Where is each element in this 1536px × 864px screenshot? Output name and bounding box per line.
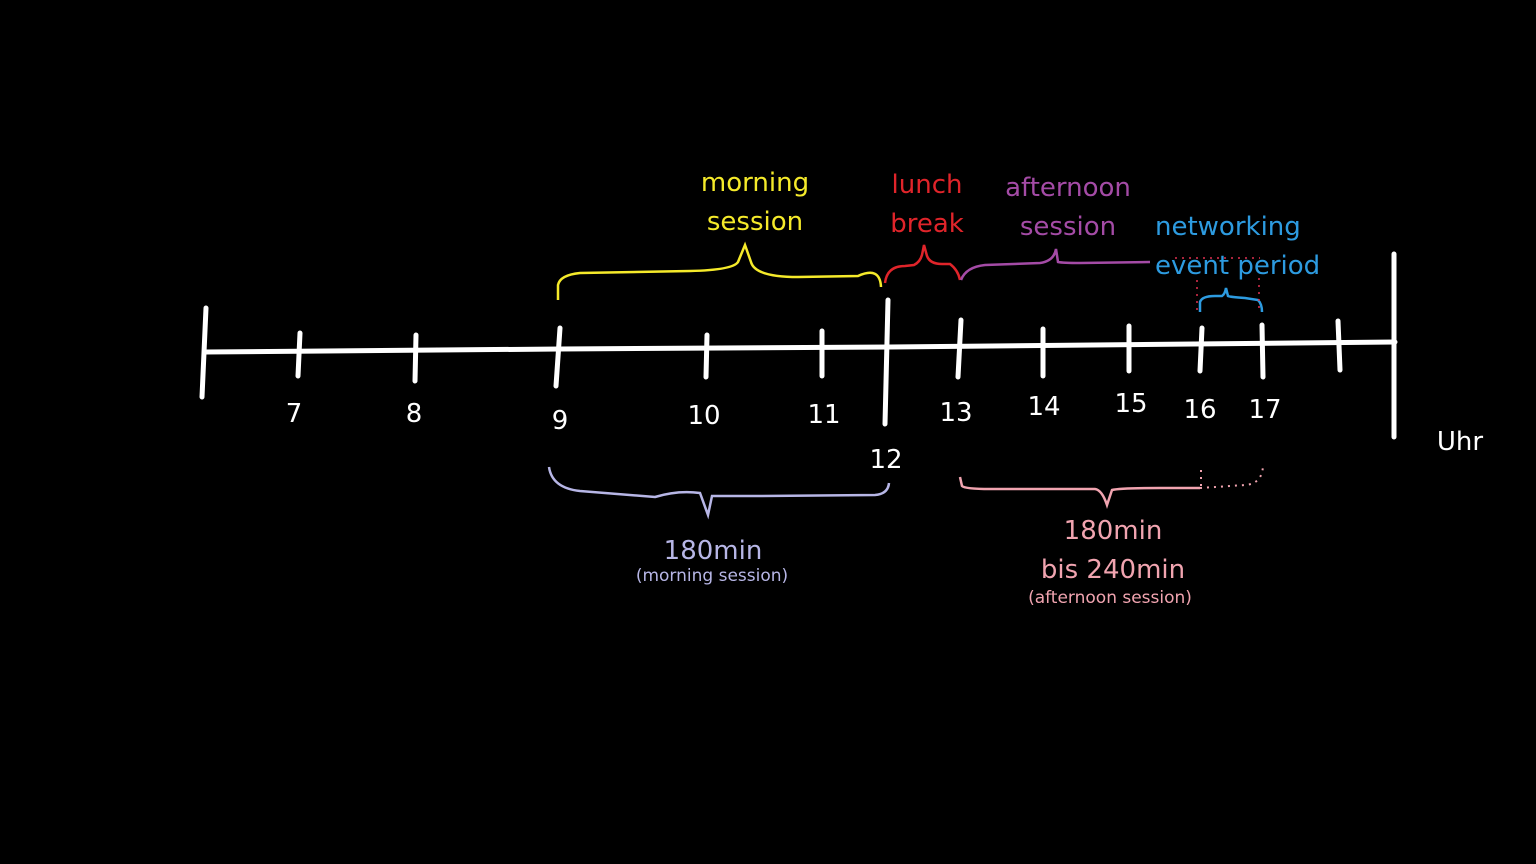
hour-label-11: 11 (807, 400, 841, 430)
hour-label-9: 9 (551, 406, 569, 436)
networking-brace (1198, 287, 1264, 313)
networking-event-label: networking event period (1155, 208, 1320, 286)
lunch-break-label-line2: break (890, 209, 964, 239)
afternoon-session-label-line2: session (1019, 212, 1117, 242)
hour-label-7: 7 (285, 399, 303, 429)
afternoon-session-label-line1: afternoon (1005, 173, 1131, 203)
morning-session-brace (556, 241, 883, 300)
hour-label-10: 10 (687, 401, 721, 431)
afternoon-duration-value-max: bis 240min (1040, 555, 1186, 585)
tick-17 (1259, 322, 1266, 380)
hour-label-16: 16 (1183, 395, 1217, 425)
morning-duration-value: 180min (663, 536, 763, 566)
tick-8 (412, 332, 419, 384)
afternoon-duration-brace (958, 476, 1200, 509)
timeline-axis (202, 339, 1398, 355)
morning-duration-brace (547, 466, 891, 520)
afternoon-duration-label: 180min bis 240min (1041, 512, 1185, 590)
tick-12 (882, 297, 891, 427)
hour-label-8: 8 (405, 399, 423, 429)
morning-duration-note: (morning session) (635, 566, 789, 586)
morning-duration-label: 180min (664, 532, 763, 571)
morning-session-label-line2: session (706, 207, 804, 237)
lunch-break-brace (883, 244, 962, 284)
hour-label-17: 17 (1248, 395, 1282, 425)
networking-dotted-guides (1175, 257, 1260, 312)
axis-unit-label: Uhr (1436, 427, 1484, 457)
networking-event-label-line1: networking (1155, 212, 1301, 242)
lunch-break-label-line1: lunch (891, 170, 963, 200)
tick-13 (955, 317, 964, 380)
lunch-break-label: lunch break (890, 166, 964, 244)
hour-label-14: 14 (1027, 392, 1061, 422)
afternoon-duration-value-min: 180min (1063, 516, 1163, 546)
networking-event-label-line2: event period (1155, 251, 1321, 281)
morning-session-label: morning session (701, 164, 809, 242)
tick-18 (1335, 318, 1343, 373)
hour-label-12: 12 (869, 445, 903, 475)
afternoon-session-brace (959, 248, 1151, 281)
tick-16 (1197, 325, 1205, 374)
tick-10 (703, 332, 710, 380)
afternoon-duration-dotted-extension (1199, 465, 1264, 489)
afternoon-duration-note: (afternoon session) (1028, 588, 1192, 608)
hour-label-13: 13 (939, 398, 973, 428)
axis-start-cap (199, 305, 209, 400)
tick-7 (295, 330, 303, 379)
tick-9 (553, 325, 563, 389)
axis-ticks (295, 297, 1343, 427)
morning-session-label-line1: morning (700, 168, 810, 198)
afternoon-session-label: afternoon session (1005, 169, 1131, 247)
hour-label-15: 15 (1114, 389, 1148, 419)
